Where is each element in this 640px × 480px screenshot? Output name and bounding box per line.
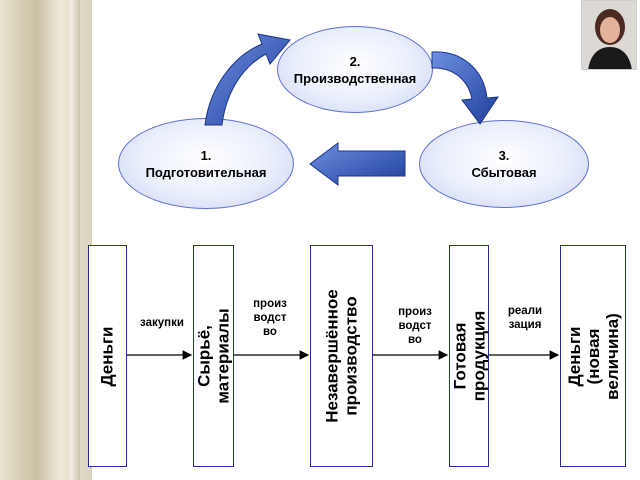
stage-label-sales: 3. Сбытовая (471, 148, 537, 180)
box-work-in-progress: Незавершённое производство (310, 245, 373, 467)
stage-ellipse-sales: 3. Сбытовая (419, 120, 589, 208)
decorative-side-strip (0, 0, 92, 480)
flow-label-sales: реали зация (507, 305, 543, 331)
stage-ellipse-preparatory: 1. Подготовительная (118, 118, 294, 209)
curved-arrow-icon (204, 33, 291, 126)
left-arrow-icon (309, 142, 406, 186)
presenter-photo (581, 0, 637, 70)
flow-label-production-2: произ водст во (398, 306, 432, 346)
flow-label-production-1: произ водст во (253, 298, 287, 338)
flow-label-purchases: закупки (140, 317, 184, 329)
stage-label-production: 2. Производственная (293, 53, 417, 86)
curved-arrow-icon (431, 51, 499, 125)
box-raw-materials: Сырьё, материалы (193, 245, 234, 467)
stage-label-preparatory: 1. Подготовительная (145, 147, 267, 180)
stage-ellipse-production: 2. Производственная (277, 26, 433, 113)
box-new-money: Деньги (новая величина) (560, 245, 626, 467)
box-finished-goods: Готовая продукция (449, 245, 489, 467)
box-money: Деньги (88, 245, 127, 467)
